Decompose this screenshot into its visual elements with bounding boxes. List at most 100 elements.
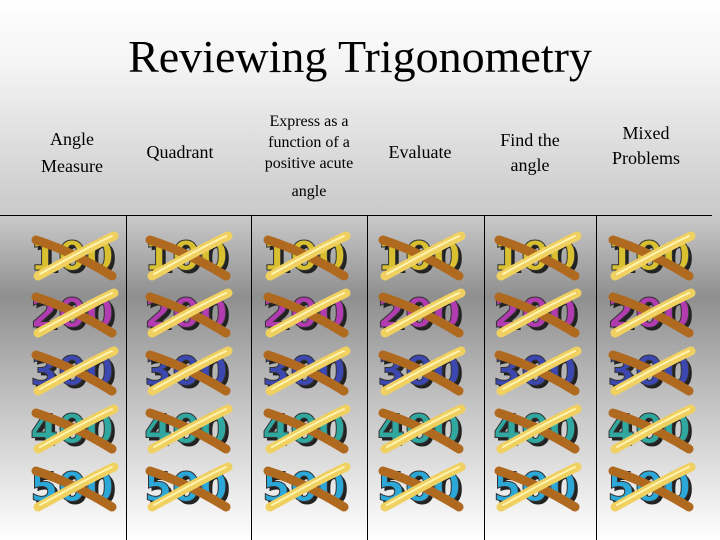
header-line: function of a xyxy=(268,133,350,151)
cross-band-highlight xyxy=(39,350,113,390)
header-express-positive-acute[interactable]: Express as a function of a positive acut… xyxy=(244,100,374,215)
cross-band-highlight xyxy=(153,235,227,275)
cross-band-highlight xyxy=(386,292,460,332)
header-line: Angle xyxy=(49,128,94,149)
cross-band-highlight xyxy=(616,466,690,506)
column-divider xyxy=(367,215,368,540)
cross-band-highlight xyxy=(386,350,460,390)
cross-band-highlight xyxy=(153,466,227,506)
header-angle-measure[interactable]: Angle Measure xyxy=(20,95,124,210)
cross-band-highlight xyxy=(39,235,113,275)
header-find-the-angle[interactable]: Find the angle xyxy=(482,95,578,210)
cross-band-highlight xyxy=(616,350,690,390)
cross-band-highlight xyxy=(153,408,227,448)
header-line: angle xyxy=(291,183,327,201)
header-line: positive acute xyxy=(264,154,354,172)
cross-band-highlight xyxy=(616,235,690,275)
cross-band-highlight xyxy=(153,292,227,332)
cross-band-highlight xyxy=(271,235,345,275)
header-line: Find the xyxy=(500,130,560,151)
header-evaluate[interactable]: Evaluate xyxy=(372,95,468,210)
cross-band-highlight xyxy=(502,350,576,390)
cross-band-highlight xyxy=(502,408,576,448)
slide-title: Reviewing Trigonometry xyxy=(128,31,592,82)
header-line: Measure xyxy=(41,155,103,176)
cross-band-highlight xyxy=(39,292,113,332)
header-line: Quadrant xyxy=(146,142,214,163)
header-mixed-problems[interactable]: Mixed Problems xyxy=(596,88,696,203)
cross-band-highlight xyxy=(271,408,345,448)
cross-band-highlight xyxy=(39,408,113,448)
cross-band-highlight xyxy=(502,235,576,275)
header-line: angle xyxy=(510,154,550,175)
header-divider xyxy=(0,215,712,216)
cross-band-highlight xyxy=(153,350,227,390)
cross-band-highlight xyxy=(386,466,460,506)
cross-band-highlight xyxy=(386,235,460,275)
cross-band-highlight xyxy=(271,466,345,506)
header-quadrant[interactable]: Quadrant xyxy=(130,95,230,210)
header-line: Evaluate xyxy=(388,142,452,163)
cross-band-highlight xyxy=(502,466,576,506)
cross-band-highlight xyxy=(271,350,345,390)
cross-band-highlight xyxy=(386,408,460,448)
cross-band-highlight xyxy=(616,408,690,448)
column-divider xyxy=(596,215,597,540)
header-line: Problems xyxy=(611,147,680,168)
column-divider xyxy=(251,215,252,540)
